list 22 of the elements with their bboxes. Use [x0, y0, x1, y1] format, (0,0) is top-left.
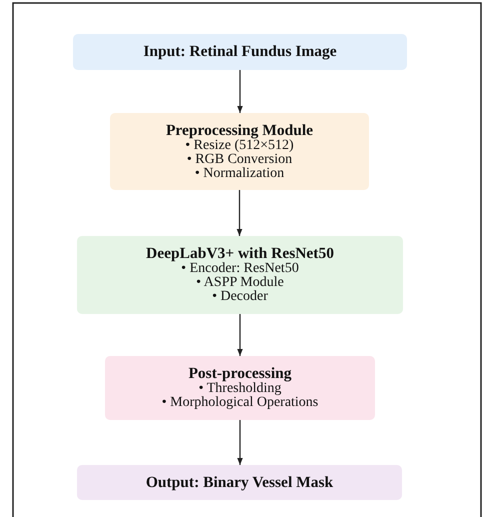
arrow [237, 420, 243, 465]
process-box [73, 34, 407, 70]
box-heading: Post-processing [188, 366, 292, 382]
process-box [77, 236, 403, 314]
process-box [105, 356, 375, 420]
arrow [236, 190, 242, 236]
box-heading: Output: Binary Vessel Mask [146, 474, 334, 490]
arrow [237, 70, 243, 113]
process-box [110, 113, 369, 190]
bullet-item: • Resize (512×512) [185, 138, 294, 152]
bullet-item: • Decoder [212, 290, 268, 304]
bullet-item: • Thresholding [198, 382, 282, 396]
box-heading: DeepLabV3+ with ResNet50 [146, 246, 334, 262]
bullet-item: • RGB Conversion [186, 152, 292, 166]
bullet-item: • Encoder: ResNet50 [181, 262, 299, 276]
bullet-item: • ASPP Module [196, 276, 284, 290]
bullet-item: • Morphological Operations [162, 396, 318, 410]
process-box [77, 465, 402, 500]
box-heading: Preprocessing Module [166, 122, 314, 138]
bullet-item: • Normalization [194, 166, 284, 180]
box-heading: Input: Retinal Fundus Image [143, 44, 337, 60]
arrow [237, 314, 243, 356]
